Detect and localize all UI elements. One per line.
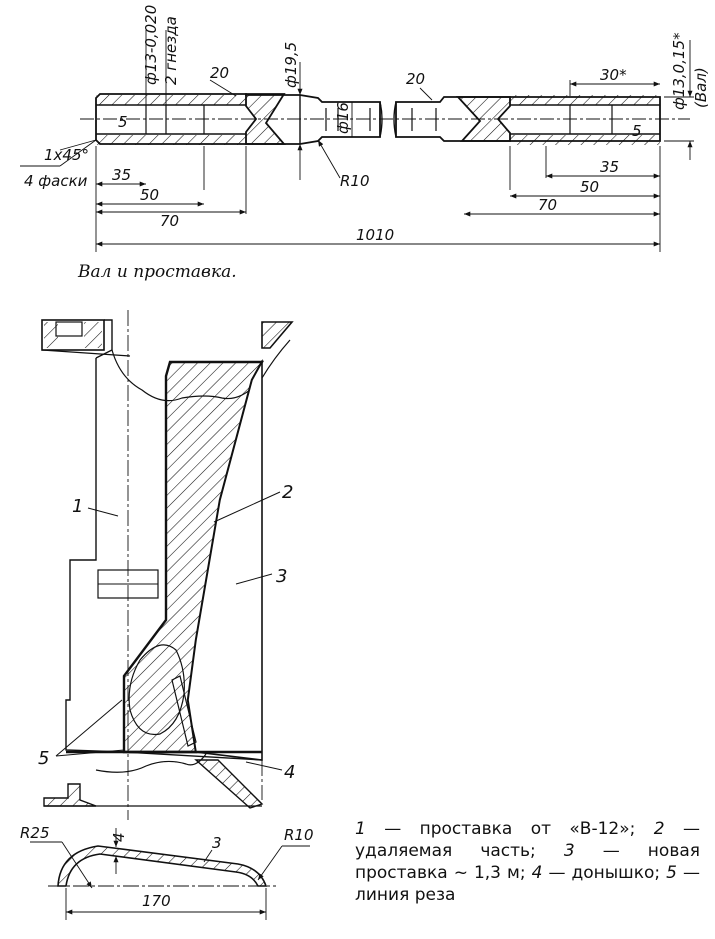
label-right-dim-70: 70: [538, 196, 557, 214]
callout-3: 3: [276, 566, 287, 587]
profile-dimension-lines: [30, 828, 310, 920]
label-right-dim-50: 50: [580, 178, 599, 196]
bottom-flange-right: [194, 759, 264, 809]
label-r25: R25: [20, 824, 50, 842]
shaft-left-part: [95, 93, 381, 145]
label-left-wall-20: 20: [210, 64, 229, 82]
top-flange: [41, 319, 294, 359]
shaft-right-part: [395, 95, 661, 145]
inner-fin: [171, 675, 197, 747]
callout-1: 1: [72, 496, 83, 517]
label-width-170: 170: [142, 892, 171, 910]
shaft-dimension-lines: [20, 30, 694, 252]
label-right-depth-5: 5: [632, 122, 642, 140]
label-left-dim-50: 50: [140, 186, 159, 204]
legend-num-3: 3: [563, 841, 575, 861]
legend-text-1: — проставка от «В-12»;: [365, 819, 654, 839]
shaft-drawing: [20, 30, 694, 252]
label-total-length: 1010: [356, 226, 394, 244]
assembly-leaders: [55, 491, 283, 771]
inner-curve: [128, 644, 185, 736]
label-right-dim-30: 30*: [600, 66, 627, 84]
label-chamfer-size: 1x45°: [44, 146, 89, 164]
legend-num-5: 5: [666, 863, 677, 883]
legend-num-2: 2: [653, 819, 665, 839]
label-r10: R10: [284, 826, 314, 844]
part-1-outline: [65, 358, 125, 753]
legend-num-4: 4: [531, 863, 543, 883]
legend-text-3: — новая проставка ~ 1,3 м;: [355, 841, 700, 883]
bottom-flange-left: [43, 783, 97, 807]
label-right-dia-13: ф13,0,15*: [670, 32, 688, 110]
figure-legend: 1 — проставка от «В-12»; 2 — удаляемая ч…: [355, 818, 700, 906]
label-center-radius: R10: [340, 172, 370, 190]
label-chamfer-note: 4 фаски: [24, 172, 88, 190]
torn-edge-bottom: [95, 753, 207, 773]
label-thickness-4: 4: [110, 832, 128, 842]
label-left-depth-5: 5: [118, 113, 128, 131]
callout-2: 2: [282, 482, 293, 503]
profile-body: [57, 845, 268, 887]
label-left-dia-13: ф13-0,020: [142, 5, 160, 85]
label-right-dim-35: 35: [600, 158, 619, 176]
label-part-3: 3: [212, 834, 222, 852]
legend-text-2: — удаляемая часть;: [355, 819, 700, 861]
assembly-drawing: [41, 310, 294, 820]
legend-text-5: — линия реза: [355, 863, 701, 905]
bottom-profile-drawing: [30, 828, 310, 920]
legend-num-1: 1: [355, 819, 366, 839]
part-4-bottom: [123, 751, 263, 761]
figure-caption: Вал и проставка.: [78, 262, 237, 282]
label-center-dia-16: ф16: [334, 102, 352, 134]
legend-text-4: — донышко;: [542, 863, 667, 883]
callout-4: 4: [284, 762, 295, 783]
label-left-dia-19-5: ф19,5: [282, 42, 300, 88]
label-right-dia-note: (Вал): [692, 67, 710, 108]
label-left-dim-35: 35: [112, 166, 131, 184]
shaft-break-left: [379, 101, 383, 138]
label-left-dim-70: 70: [160, 212, 179, 230]
label-left-sockets: 2 гнезда: [162, 16, 180, 85]
label-right-wall-20: 20: [406, 70, 425, 88]
callout-5: 5: [38, 748, 49, 769]
